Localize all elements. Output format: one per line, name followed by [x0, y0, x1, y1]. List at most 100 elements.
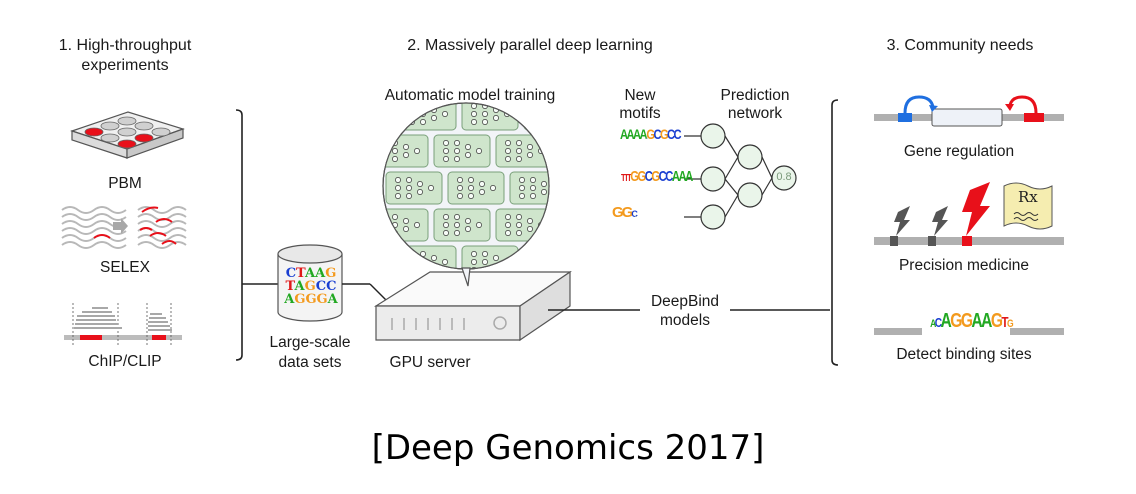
network-node [555, 263, 560, 268]
experiments-title-line2: experiments [81, 57, 169, 74]
network-node [471, 259, 477, 265]
network-tile [495, 134, 549, 168]
network-node [406, 177, 412, 183]
network-node [505, 140, 511, 146]
precision-medicine-label: Precision medicine [898, 257, 1030, 274]
network-node [533, 251, 539, 257]
network-node [431, 115, 437, 121]
network-node [578, 148, 583, 153]
prediction-network [684, 123, 797, 230]
read-pileup-icon [64, 303, 182, 345]
network-node [454, 222, 460, 228]
network-node [578, 230, 583, 235]
network-node [409, 111, 415, 117]
network-node [443, 140, 449, 146]
network-node [443, 148, 449, 154]
network-node [482, 111, 488, 117]
gene-regulation-icon [874, 95, 1064, 127]
network-node [555, 255, 560, 260]
network-node [544, 119, 549, 125]
training-bubble [382, 102, 605, 287]
figure-caption: [Deep Genomics 2017] [371, 428, 765, 468]
network-node [567, 148, 572, 153]
network-node [567, 156, 572, 161]
sequence-2: TAGCC [285, 279, 337, 294]
motifs-label-line1: New [624, 87, 656, 104]
network-node [431, 255, 437, 261]
network-node [555, 107, 560, 112]
network-node [530, 193, 536, 199]
network-node [519, 177, 525, 183]
network-node [457, 185, 463, 191]
network-node [567, 140, 572, 145]
network-node [442, 259, 448, 265]
network-node [443, 222, 449, 228]
network-node [555, 115, 560, 120]
network-node [578, 140, 583, 145]
network-node [465, 218, 471, 224]
network-node [392, 156, 398, 162]
sequence-1: CTAAG [285, 266, 337, 281]
network-node [533, 111, 539, 117]
network-node [476, 148, 482, 154]
network-node [527, 218, 533, 224]
network-node [417, 189, 423, 195]
network-node [383, 222, 387, 228]
network-node [600, 148, 605, 153]
network-node [516, 222, 522, 228]
network-node [403, 144, 409, 150]
network-node [395, 185, 401, 191]
network-node [493, 115, 499, 121]
network-node [578, 156, 583, 161]
network-node [505, 148, 511, 154]
network-node [544, 251, 549, 257]
dataset-cylinder-icon [277, 244, 343, 322]
network-node [479, 189, 485, 195]
network-node [516, 140, 522, 146]
dataset-label-line1: Large-scale [269, 334, 351, 351]
dataset-label-line2: data sets [278, 354, 342, 371]
network-node [468, 185, 474, 191]
network-node [567, 222, 572, 227]
network-node [457, 177, 463, 183]
network-node [420, 259, 426, 265]
network-node [589, 144, 594, 149]
network-node [428, 185, 434, 191]
sequence-3: AGGGA [284, 292, 338, 307]
gene-regulation-label: Gene regulation [903, 143, 1015, 160]
network-node [392, 214, 398, 220]
network-node [468, 193, 474, 199]
network-node [589, 226, 594, 231]
motif-logo-3: GGC .... [612, 204, 638, 221]
network-label-line1: Prediction [720, 87, 790, 104]
network-node [578, 222, 583, 227]
community-title: 3. Community needs [886, 37, 1034, 54]
network-node [527, 226, 533, 232]
dataset-sequences: CTAAG TAGCC AGGGA [283, 267, 339, 306]
network-node [476, 222, 482, 228]
experiments-title-line1: 1. High-throughput [58, 37, 192, 54]
network-node [530, 185, 536, 191]
binding-site-icon [874, 328, 1064, 335]
gpu-server-label: GPU server [389, 354, 471, 371]
selex-label: SELEX [100, 259, 150, 276]
pbm-label: PBM [108, 175, 142, 192]
network-node [454, 214, 460, 220]
network-node [505, 222, 511, 228]
network-node [533, 259, 539, 265]
network-node [567, 230, 572, 235]
network-node [519, 193, 525, 199]
network-node [454, 140, 460, 146]
network-node [527, 144, 533, 150]
network-node [493, 255, 499, 261]
network-node [431, 263, 437, 269]
network-node [409, 267, 415, 269]
network-node [533, 119, 539, 125]
network-node [454, 230, 460, 236]
network-node [465, 226, 471, 232]
network-node [527, 152, 533, 158]
models-label-line2: models [660, 312, 710, 329]
network-node [504, 259, 510, 265]
network-node [471, 111, 477, 117]
network-node [479, 181, 485, 187]
